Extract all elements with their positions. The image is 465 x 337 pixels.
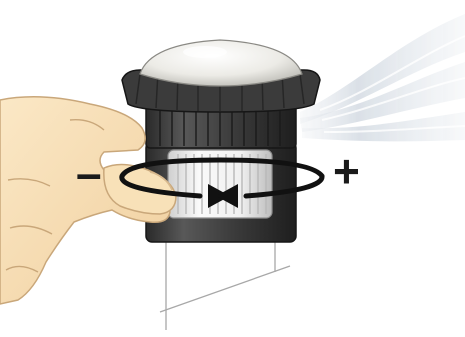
riser-pipe-lines: [160, 240, 290, 330]
water-spray-icon: [300, 14, 465, 141]
decrease-sign: –: [76, 150, 102, 196]
increase-sign: +: [333, 148, 360, 194]
